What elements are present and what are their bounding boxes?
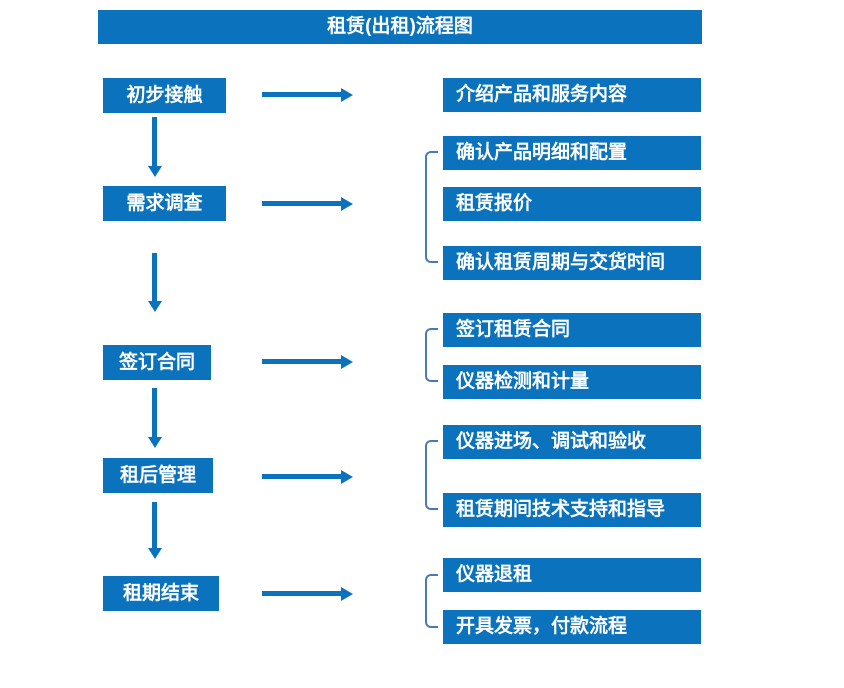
stage-box-post-rental-management: 租后管理	[103, 458, 213, 493]
arrow-down-icon-4	[148, 502, 162, 559]
arrow-right-icon-5	[262, 587, 353, 601]
group-bracket-sign-contract	[425, 328, 438, 382]
arrow-right-icon-3	[262, 355, 353, 369]
stage-box-rental-end: 租期结束	[103, 576, 219, 611]
stage-box-initial-contact: 初步接触	[103, 78, 226, 113]
arrow-down-icon-1	[148, 117, 162, 177]
detail-box-rental-quote: 租赁报价	[443, 187, 701, 221]
arrow-down-icon-3	[148, 388, 162, 448]
arrow-right-icon-4	[262, 470, 353, 484]
group-bracket-demand-survey	[425, 151, 438, 263]
detail-box-instrument-inspection: 仪器检测和计量	[443, 365, 701, 399]
arrow-right-icon-2	[262, 197, 353, 211]
detail-box-technical-support: 租赁期间技术支持和指导	[443, 493, 701, 527]
flowchart-title: 租赁(出租)流程图	[98, 10, 702, 44]
arrow-right-icon-1	[262, 88, 353, 102]
stage-box-sign-contract: 签订合同	[103, 345, 211, 380]
group-bracket-post-rental	[425, 440, 438, 510]
detail-box-instrument-return: 仪器退租	[443, 558, 701, 592]
detail-box-sign-rental-contract: 签订租赁合同	[443, 313, 701, 347]
detail-box-introduce-products: 介绍产品和服务内容	[443, 78, 701, 112]
stage-box-demand-survey: 需求调查	[103, 186, 226, 221]
group-bracket-rental-end	[425, 574, 438, 628]
arrow-down-icon-2	[148, 253, 162, 312]
detail-box-invoice-payment: 开具发票，付款流程	[443, 610, 701, 644]
detail-box-confirm-product-config: 确认产品明细和配置	[443, 136, 701, 170]
detail-box-instrument-setup: 仪器进场、调试和验收	[443, 425, 701, 459]
detail-box-confirm-period-delivery: 确认租赁周期与交货时间	[443, 246, 701, 280]
